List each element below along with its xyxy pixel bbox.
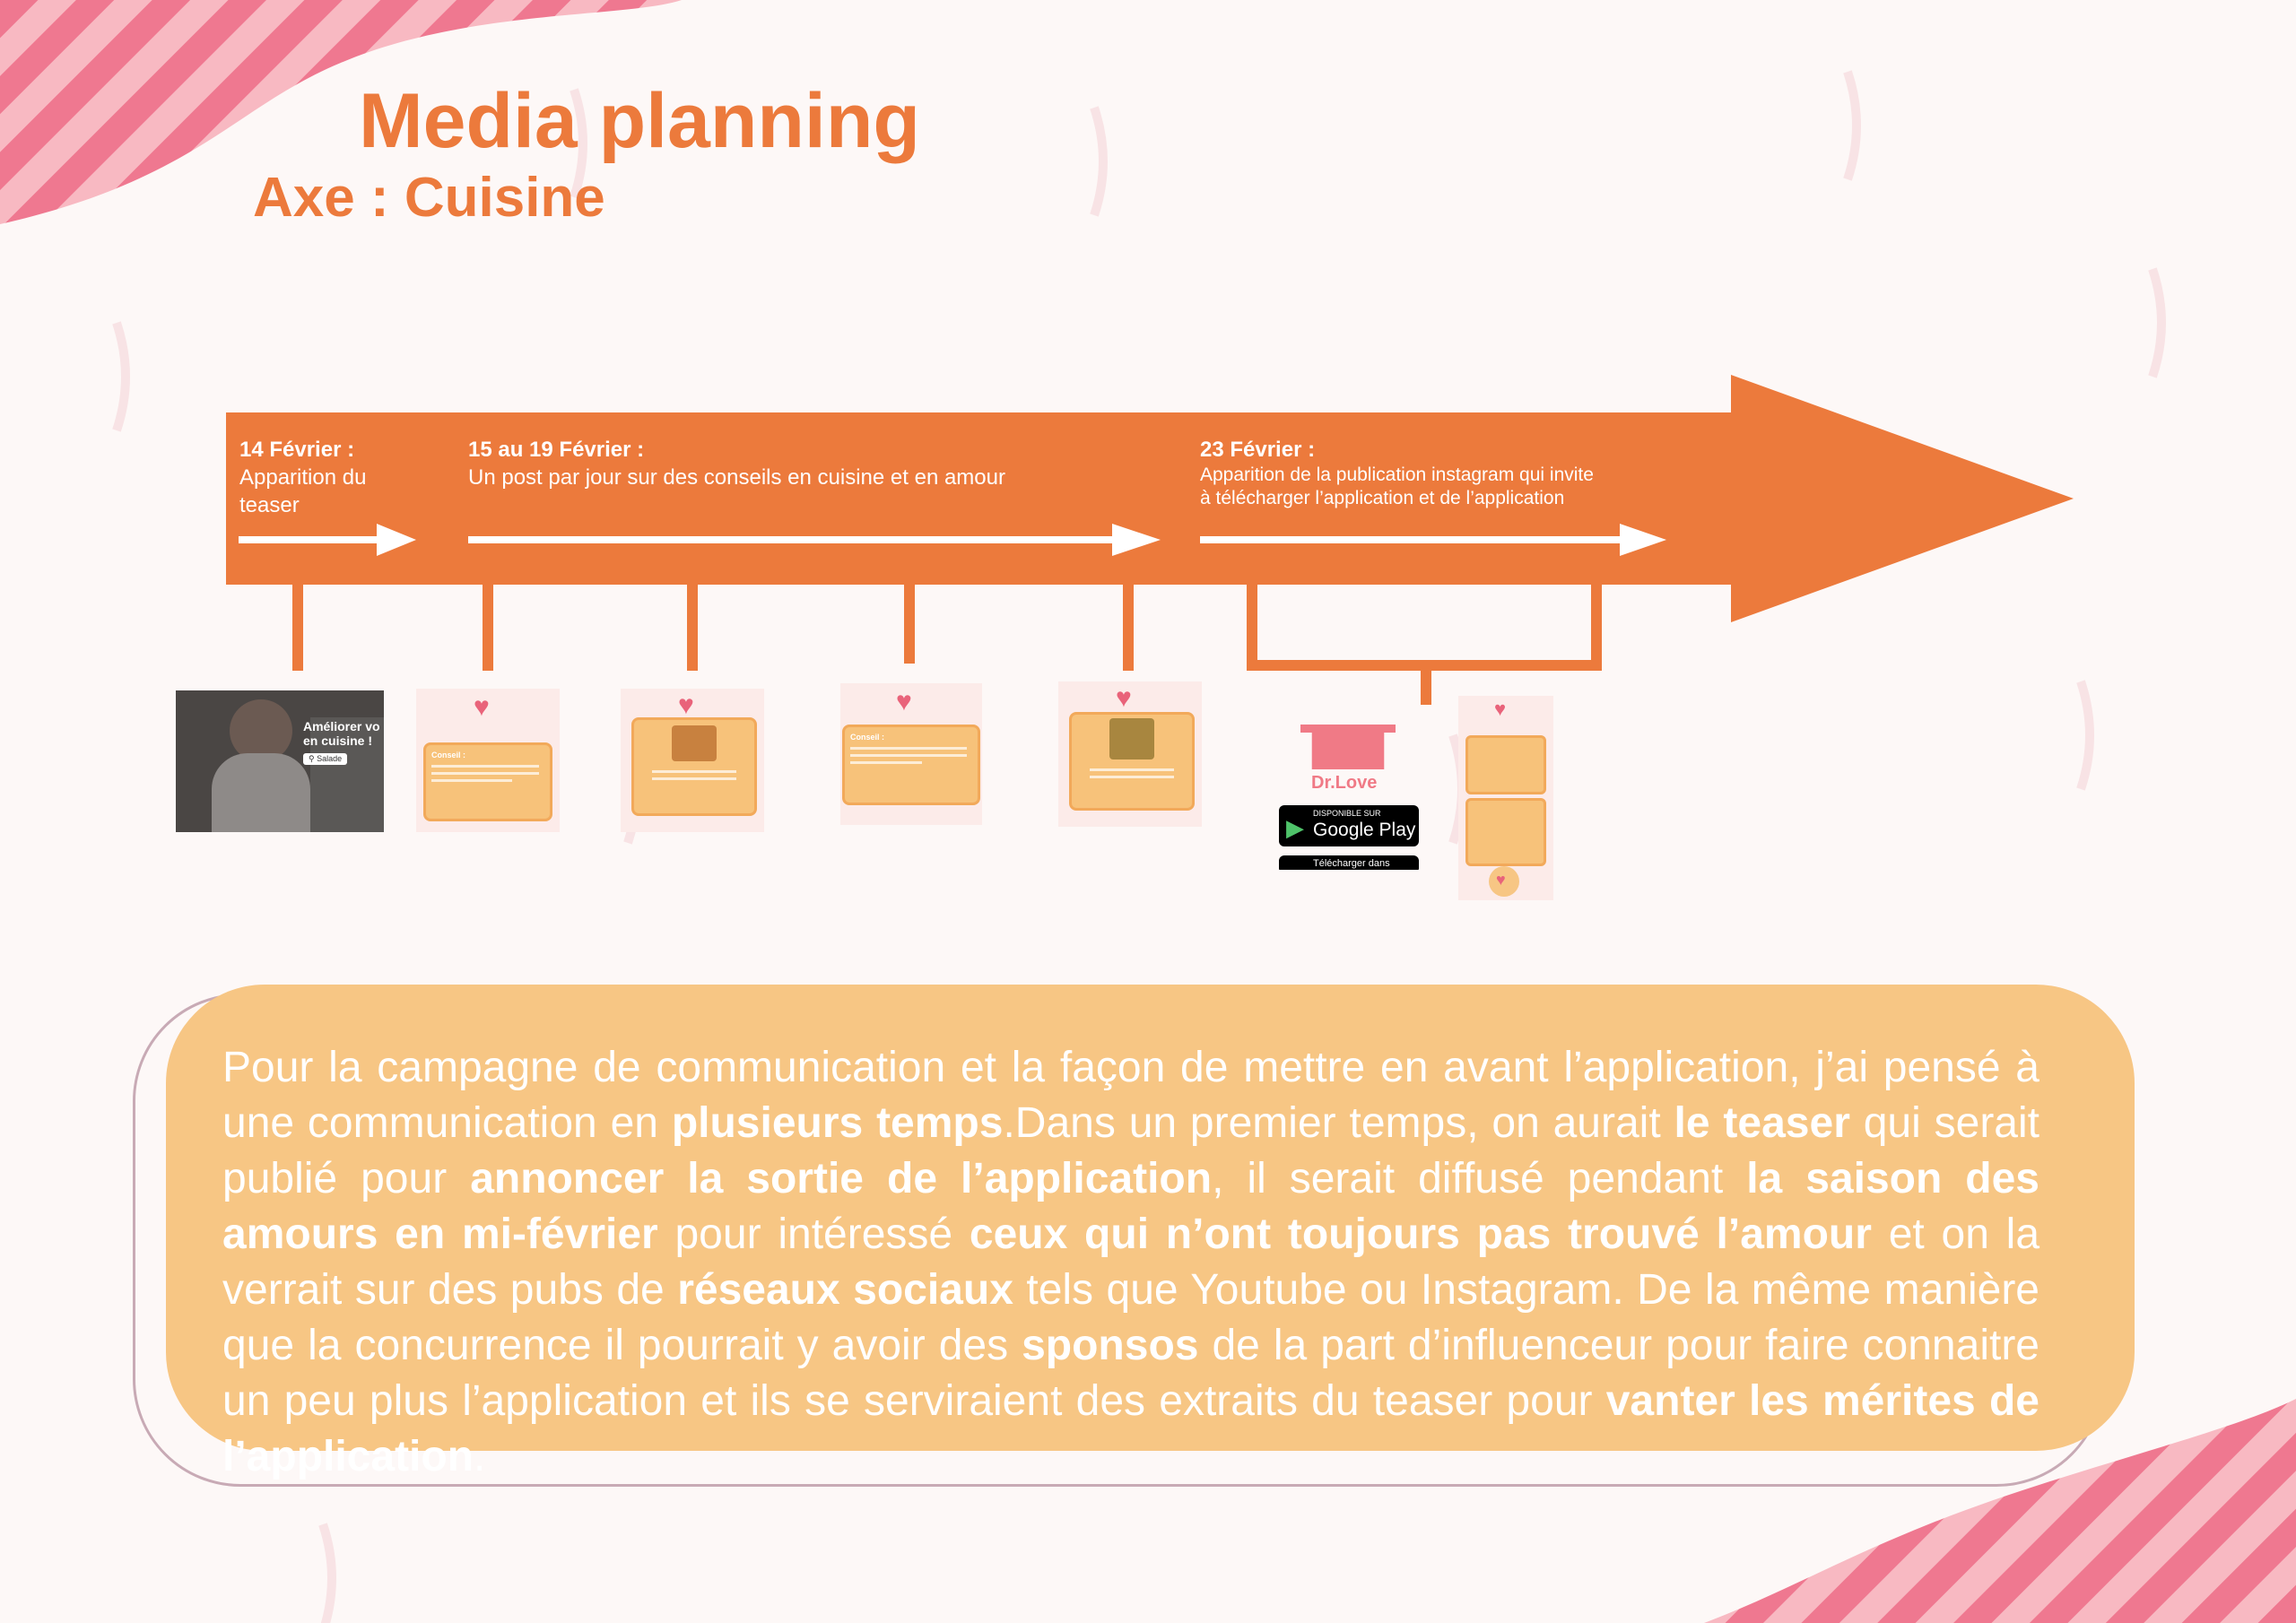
dish-image — [672, 725, 717, 761]
post-label: Conseil : — [431, 751, 466, 759]
text-line — [431, 779, 512, 782]
post-card — [1069, 712, 1195, 811]
kitchen-bg — [310, 717, 384, 832]
text-line — [850, 747, 967, 750]
gp-small-text: DISPONIBLE SUR — [1313, 809, 1381, 818]
paragraph-emphasis: vanter les mérites de l’application — [222, 1377, 2039, 1480]
post-conseil-2: ♥ Conseil : — [840, 683, 982, 825]
paragraph-run: tels que Youtube ou Instagram. De la mêm… — [222, 1266, 2040, 1369]
post-card — [631, 717, 757, 816]
step-date: 14 Février : — [239, 438, 355, 462]
timeline-step-1: 14 Février : Apparition du teaser — [239, 438, 366, 519]
text-line — [1090, 768, 1174, 771]
post-conseil-1: ♥ Conseil : — [416, 689, 560, 832]
paragraph-run: et on la verrait sur des pubs de — [222, 1211, 2040, 1314]
paragraph-text: Pour la campagne de communication et la … — [222, 1040, 2039, 1485]
google-play-badge[interactable]: ▶ DISPONIBLE SUR Google Play — [1279, 805, 1419, 846]
app-store-badge[interactable]: Télécharger dans — [1279, 855, 1419, 870]
paragraph-emphasis: ceux qui n’ont toujours pas trouvé l’amo… — [969, 1211, 1872, 1258]
post-label: Conseil : — [850, 733, 885, 742]
text-line — [1090, 776, 1174, 778]
text-line — [431, 772, 539, 775]
post-card: Conseil : — [423, 742, 552, 821]
paragraph-emphasis: annoncer la sortie de l’application — [470, 1155, 1213, 1202]
timeline-arrow — [226, 375, 2074, 705]
teaser-thumbnail: Améliorer vo en cuisine ! ⚲ Salade — [176, 690, 384, 832]
app-card — [1465, 735, 1546, 794]
play-icon: ▶ — [1286, 814, 1304, 841]
paragraph-background — [166, 985, 2135, 1451]
paragraph-emphasis: sponsos — [1022, 1322, 1199, 1369]
app-home-button — [1489, 866, 1519, 897]
dish-image — [1109, 718, 1154, 759]
app-logo-text: Dr.Love — [1311, 773, 1378, 793]
teaser-overlay-text: en cuisine ! — [303, 733, 373, 748]
page-subtitle: Axe : Cuisine — [253, 167, 605, 229]
paragraph-run: pour intéressé — [657, 1211, 970, 1258]
heart-icon: ♥ — [1116, 683, 1132, 713]
post-recipe-1: ♥ — [621, 689, 764, 832]
paragraph-emphasis: réseaux sociaux — [677, 1266, 1013, 1314]
paragraph-run: . — [474, 1433, 486, 1480]
text-line — [652, 777, 736, 780]
heart-icon: ♥ — [1494, 698, 1507, 720]
app-screen-mockup: ♥ ♥ — [1458, 696, 1553, 900]
text-line — [431, 765, 539, 768]
step-desc-line: Apparition de la publication instagram q… — [1200, 464, 1594, 485]
search-chip-label: Salade — [317, 754, 343, 763]
text-line — [850, 761, 922, 764]
paragraph-emphasis: le teaser — [1674, 1099, 1850, 1147]
paragraph-run: , il serait diffusé pendant — [1212, 1155, 1747, 1202]
paragraph-run: .Dans un premier temps, on aurait — [1003, 1099, 1674, 1147]
timeline-step-2: 15 au 19 Février : Un post par jour sur … — [468, 438, 1005, 491]
person-head — [230, 699, 292, 762]
paragraph-run: qui serait publié pour — [222, 1099, 2040, 1202]
search-icon: ⚲ — [309, 754, 315, 763]
step-desc-line: Apparition du — [239, 464, 367, 490]
step-desc-line: à télécharger l’application et de l’appl… — [1200, 488, 1565, 509]
post-card: Conseil : — [842, 725, 980, 805]
step-date: 15 au 19 Février : — [468, 438, 645, 462]
step-date: 23 Février : — [1200, 438, 1316, 462]
heart-icon: ♥ — [1496, 871, 1506, 889]
text-line — [850, 754, 967, 757]
step-desc-line: Un post par jour sur des conseils en cui… — [468, 464, 1005, 490]
search-chip: ⚲ Salade — [303, 753, 348, 765]
paragraph-run: Pour la campagne de communication et la … — [222, 1044, 2039, 1147]
page-title: Media planning — [359, 78, 920, 164]
app-card — [1465, 798, 1546, 866]
app-logo-box — [1300, 725, 1396, 769]
timeline-step-3: 23 Février : Apparition de la publicatio… — [1200, 438, 1594, 510]
app-download-block: Dr.Love ▶ DISPONIBLE SUR Google Play Tél… — [1277, 717, 1421, 870]
person-body — [212, 753, 310, 832]
paragraph-run: de la part d’influenceur pour faire conn… — [222, 1322, 2040, 1425]
paragraph-emphasis: plusieurs temps — [671, 1099, 1004, 1147]
gp-big-text: Google Play — [1313, 820, 1416, 840]
heart-icon: ♥ — [474, 692, 490, 722]
heart-icon: ♥ — [678, 690, 694, 720]
paragraph-emphasis: la saison des amours en mi-février — [222, 1155, 2040, 1258]
appstore-text: Télécharger dans — [1313, 858, 1390, 869]
text-line — [652, 770, 736, 773]
heart-icon: ♥ — [896, 687, 912, 716]
post-recipe-2: ♥ — [1058, 681, 1202, 827]
step-desc-line: teaser — [239, 492, 300, 517]
teaser-overlay-text: Améliorer vo — [303, 719, 380, 733]
